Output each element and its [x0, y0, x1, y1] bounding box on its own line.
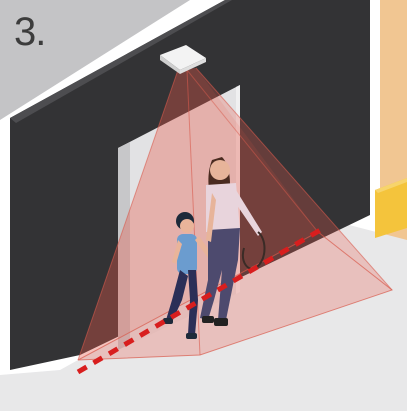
step-number: 3.	[14, 12, 45, 52]
